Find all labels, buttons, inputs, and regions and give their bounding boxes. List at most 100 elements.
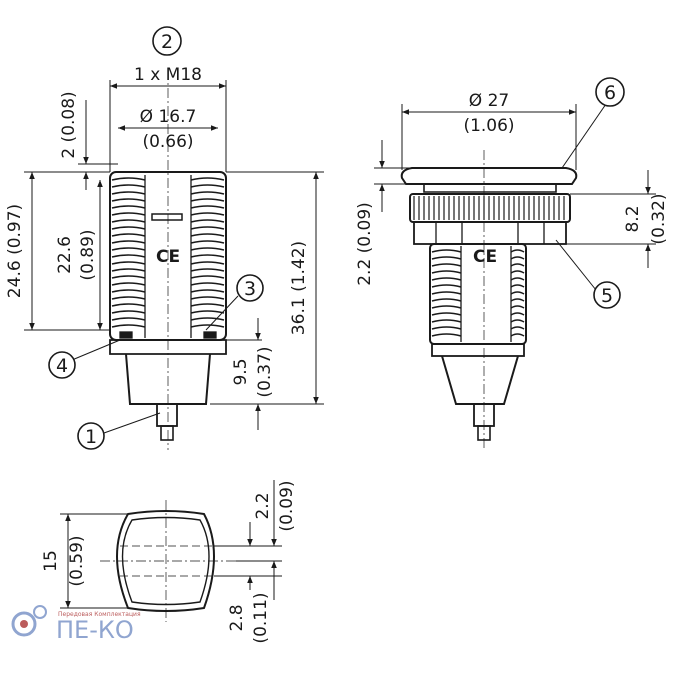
thread-ridge	[190, 296, 225, 300]
callout-5	[593, 281, 621, 309]
thread-ridge	[510, 326, 525, 330]
thread-ridge	[111, 177, 146, 181]
dim-width-in: (0.59)	[67, 535, 87, 586]
thread-ridge	[111, 226, 146, 230]
thread-ridge	[190, 191, 225, 195]
thread-ridge	[510, 291, 525, 295]
ce-mark-side: CE	[473, 247, 497, 267]
thread-ridge	[510, 249, 525, 253]
logo-tagline: Передовая Комплектация	[58, 611, 141, 618]
thread-ridge	[190, 219, 225, 223]
dim-connector-in: (0.37)	[255, 346, 275, 397]
thread-ridge	[431, 326, 462, 330]
thread-ridge	[190, 261, 225, 265]
front-dimensions	[24, 80, 324, 434]
dim-flat-bot-in: (0.11)	[251, 592, 271, 643]
dim-cap-thick: 2.2 (0.09)	[355, 202, 375, 286]
gear-icon	[11, 605, 47, 637]
logo-watermark: Передовая Комплектация ПЕ-КО	[11, 605, 141, 644]
ce-mark-front: CE	[156, 247, 180, 267]
thread-ridge	[190, 247, 225, 251]
thread-ridge	[111, 191, 146, 195]
thread-ridge	[510, 305, 525, 309]
thread-ridge	[190, 324, 225, 328]
thread-ridge	[510, 263, 525, 267]
thread-ridge	[431, 319, 462, 323]
thread-ridge	[190, 317, 225, 321]
callout-6-label: 6	[604, 82, 616, 104]
thread-ridge	[111, 310, 146, 314]
thread-ridge	[190, 275, 225, 279]
thread-ridge	[111, 205, 146, 209]
thread-ridge	[111, 261, 146, 265]
thread-ridge	[190, 226, 225, 230]
dim-overall: 36.1 (1.42)	[289, 241, 309, 335]
thread-ridge	[190, 289, 225, 293]
dim-thread-len-mm: 22.6	[55, 236, 75, 274]
thread-ridge	[111, 275, 146, 279]
dim-flange-top: 2 (0.08)	[59, 91, 79, 158]
dim-thread-len-in: (0.89)	[78, 229, 98, 280]
thread-ridge	[510, 298, 525, 302]
thread-ridge	[190, 233, 225, 237]
dim-flat-top-in: (0.09)	[277, 480, 297, 531]
thread-ridge	[111, 289, 146, 293]
thread-ridge	[111, 254, 146, 258]
thread-ridge	[510, 312, 525, 316]
dim-nut-in: (0.32)	[649, 193, 669, 244]
dim-dia-top-in: (0.66)	[142, 132, 193, 152]
thread-ridge	[190, 198, 225, 202]
thread-ridge	[190, 310, 225, 314]
callout-2	[152, 26, 182, 56]
dim-thread: 1 x M18	[134, 65, 202, 85]
bottom-view	[100, 500, 236, 622]
thread-ridge	[510, 333, 525, 337]
thread-ridge	[111, 198, 146, 202]
thread-ridge	[431, 263, 462, 267]
thread-ridge	[111, 317, 146, 321]
thread-ridge	[111, 303, 146, 307]
thread-ridge	[111, 324, 146, 328]
thread-ridge	[111, 296, 146, 300]
dim-width-mm: 15	[41, 550, 61, 572]
thread-ridge	[111, 184, 146, 188]
thread-ridge	[190, 254, 225, 258]
callout-4	[48, 351, 76, 379]
thread-ridge	[111, 247, 146, 251]
thread-ridge	[510, 256, 525, 260]
callout-5-label: 5	[601, 285, 613, 307]
dim-total-thread: 24.6 (0.97)	[5, 204, 25, 298]
bottom-dimensions	[60, 480, 282, 609]
thread-ridge	[190, 205, 225, 209]
thread-ridge	[190, 240, 225, 244]
callout-3	[236, 274, 264, 302]
thread-ridge	[431, 291, 462, 295]
thread-ridge	[510, 277, 525, 281]
thread-ridge	[510, 284, 525, 288]
thread-ridge	[111, 268, 146, 272]
thread-ridge	[190, 184, 225, 188]
dim-flat-bot-mm: 2.8	[227, 604, 247, 631]
dim-connector-mm: 9.5	[231, 358, 251, 385]
thread-ridge	[111, 240, 146, 244]
thread-ridge	[431, 249, 462, 253]
thread-ridge	[431, 277, 462, 281]
thread-ridge	[190, 268, 225, 272]
logo-text: ПЕ-КО	[56, 616, 134, 644]
callout-1-label: 1	[85, 426, 97, 448]
thread-ridge	[510, 270, 525, 274]
thread-ridge	[431, 312, 462, 316]
side-dimensions	[374, 103, 656, 291]
thread-ridge	[190, 303, 225, 307]
side-view	[400, 150, 578, 450]
dim-nut-mm: 8.2	[623, 205, 643, 232]
thread-ridge	[111, 282, 146, 286]
thread-ridge	[111, 233, 146, 237]
callout-3-label: 3	[244, 278, 256, 300]
dim-flat-top-mm: 2.2	[253, 492, 273, 519]
thread-ridge	[431, 284, 462, 288]
thread-ridge	[431, 256, 462, 260]
thread-ridge	[431, 333, 462, 337]
front-view	[109, 70, 227, 450]
thread-ridge	[431, 270, 462, 274]
